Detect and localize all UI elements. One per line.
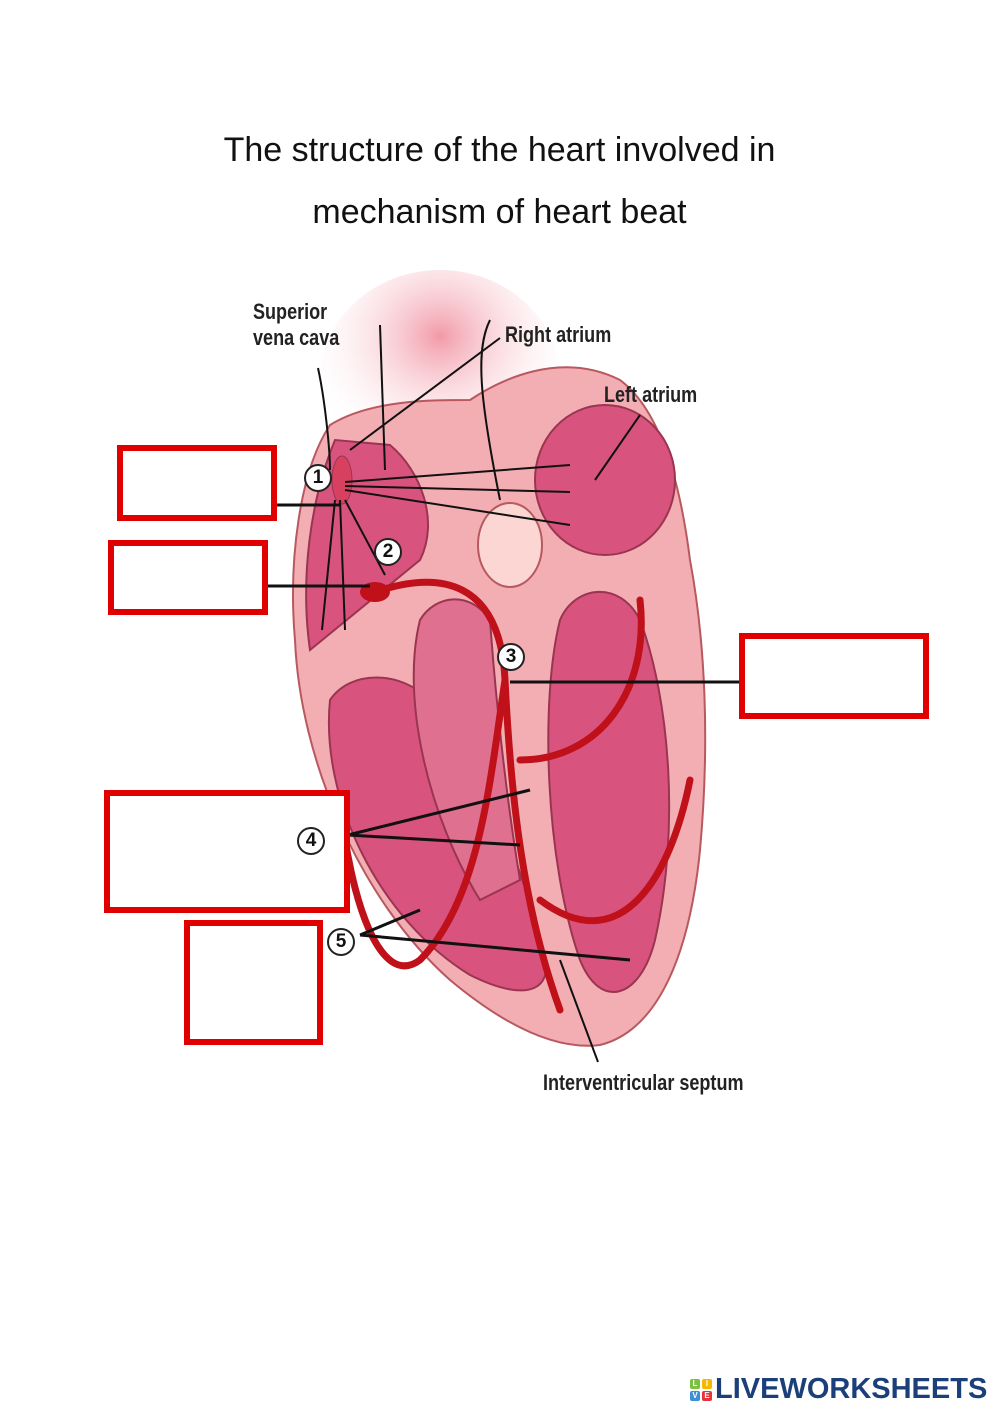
label-left-atrium: Left atrium: [604, 382, 698, 407]
title-line-2: mechanism of heart beat: [312, 193, 687, 231]
marker-5: 5: [327, 928, 355, 956]
answer-box-5[interactable]: [184, 920, 323, 1045]
logo-text: LIVEWORKSHEETS: [715, 1373, 988, 1405]
left-atrium: [534, 404, 676, 556]
septum-region: [412, 598, 522, 902]
label-svc-line2: vena cava: [253, 325, 340, 350]
answer-box-1[interactable]: [117, 445, 277, 521]
worksheet-title: The structure of the heart involved in m…: [0, 119, 999, 243]
label-right-atrium: Right atrium: [505, 322, 612, 347]
marker-1: 1: [304, 464, 332, 492]
liveworksheets-logo: L I V E LIVEWORKSHEETS: [690, 1373, 987, 1406]
label-superior-vena-cava: Superior vena cava: [253, 299, 339, 351]
left-ventricle: [547, 590, 671, 993]
logo-tiles-icon: L I V E: [690, 1378, 712, 1401]
answer-box-3[interactable]: [739, 633, 929, 719]
leader-lines: [266, 503, 742, 962]
logo-tile-e: E: [702, 1390, 712, 1401]
title-line-1: The structure of the heart involved in: [223, 131, 776, 169]
label-interventricular-septum: Interventricular septum: [543, 1070, 744, 1095]
logo-tile-v: V: [690, 1390, 700, 1401]
logo-tile-l: L: [690, 1378, 700, 1389]
marker-4: 4: [297, 827, 325, 855]
marker-2: 2: [374, 538, 402, 566]
answer-box-4[interactable]: [104, 790, 350, 913]
answer-box-2[interactable]: [108, 540, 268, 615]
logo-tile-i: I: [702, 1378, 712, 1389]
valve: [477, 502, 543, 588]
label-svc-line1: Superior: [253, 299, 328, 324]
annotation-lines: [317, 319, 641, 1063]
conduction-pathway: [336, 578, 694, 1014]
sa-node: [331, 455, 353, 505]
marker-3: 3: [497, 643, 525, 671]
